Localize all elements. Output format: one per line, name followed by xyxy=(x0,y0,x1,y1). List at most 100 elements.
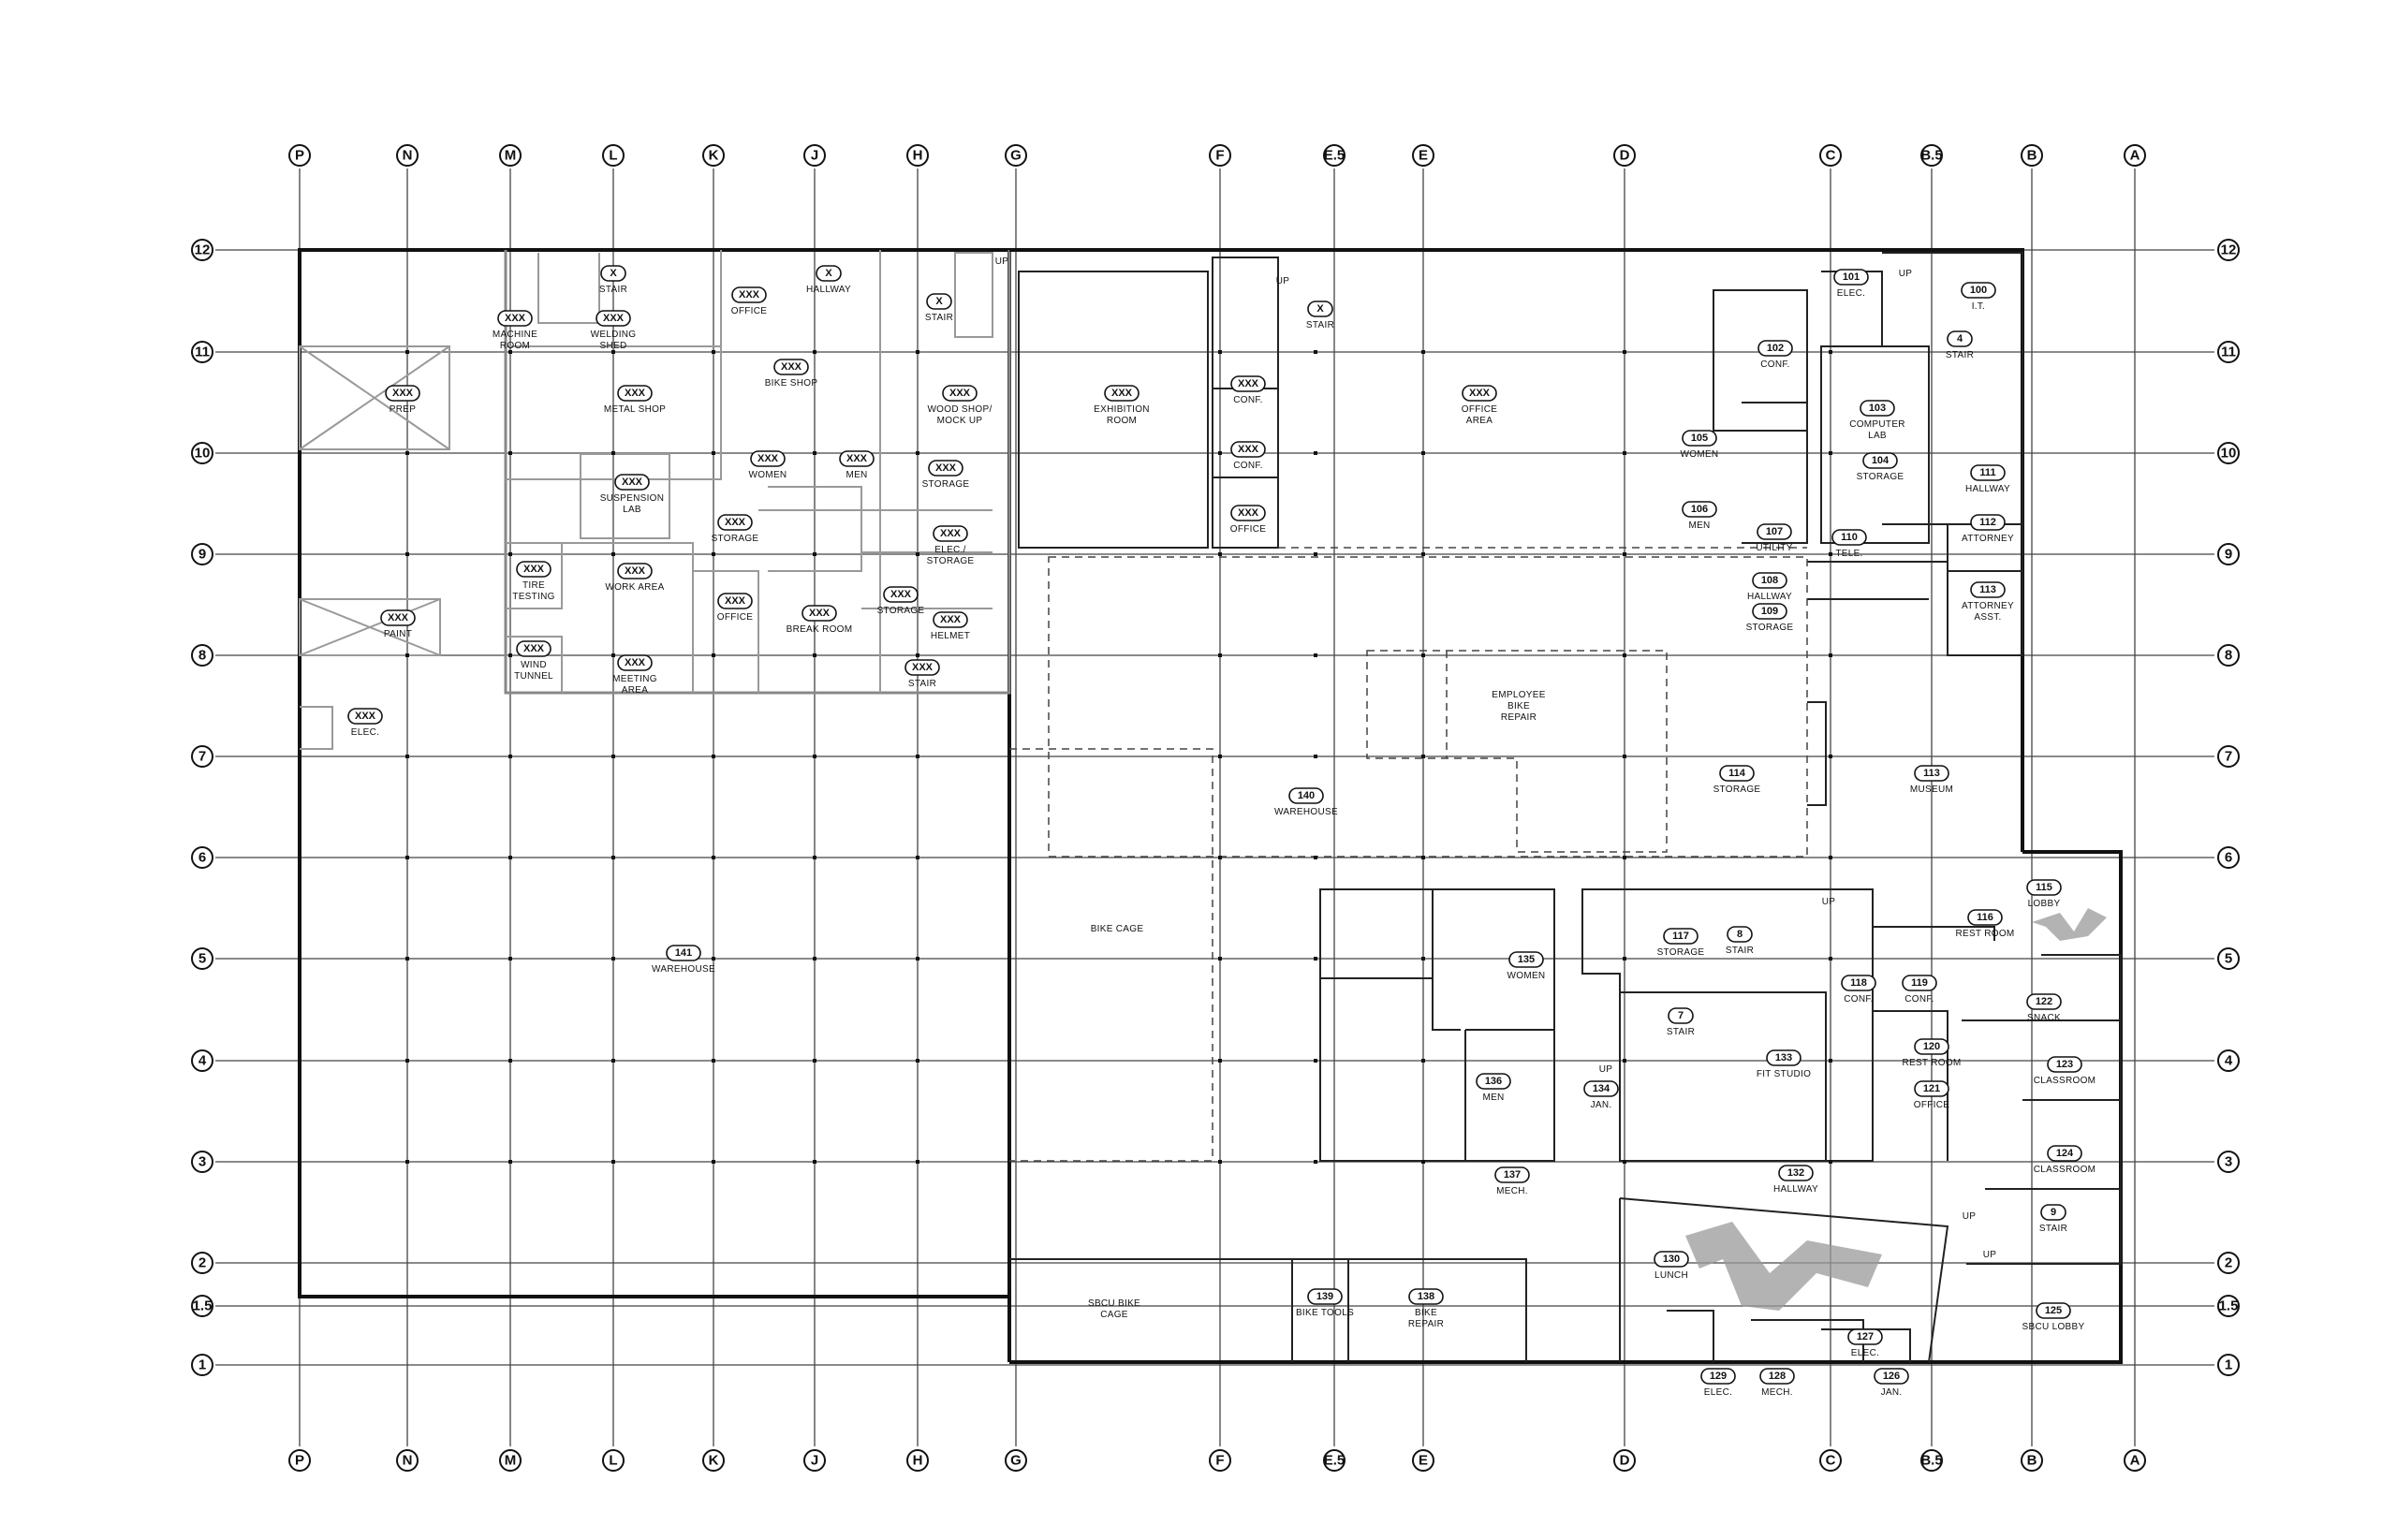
structural-column xyxy=(611,755,615,758)
room-name: STAIR xyxy=(908,679,936,689)
grid-bubble-row: 1.5 xyxy=(191,1295,213,1317)
stair-up-mark: UP xyxy=(1599,1064,1613,1075)
structural-column xyxy=(405,755,409,758)
room-tag[interactable]: BIKE CAGE xyxy=(1091,924,1144,934)
grid-bubble-col: K xyxy=(702,144,725,167)
grid-bubble-row: 3 xyxy=(191,1151,213,1173)
structural-column xyxy=(405,1059,409,1063)
structural-column xyxy=(1829,1059,1832,1063)
room-number: 126 xyxy=(1883,1371,1900,1382)
structural-column xyxy=(508,856,512,859)
room-number: 9 xyxy=(2051,1207,2056,1218)
structural-column xyxy=(813,653,816,657)
structural-column xyxy=(712,1160,715,1164)
room-name: HALLWAY xyxy=(1747,592,1792,602)
grid-col-label: M xyxy=(505,148,517,164)
grid-row-label: 9 xyxy=(199,547,206,563)
room-name: SNACK xyxy=(2027,1013,2061,1023)
